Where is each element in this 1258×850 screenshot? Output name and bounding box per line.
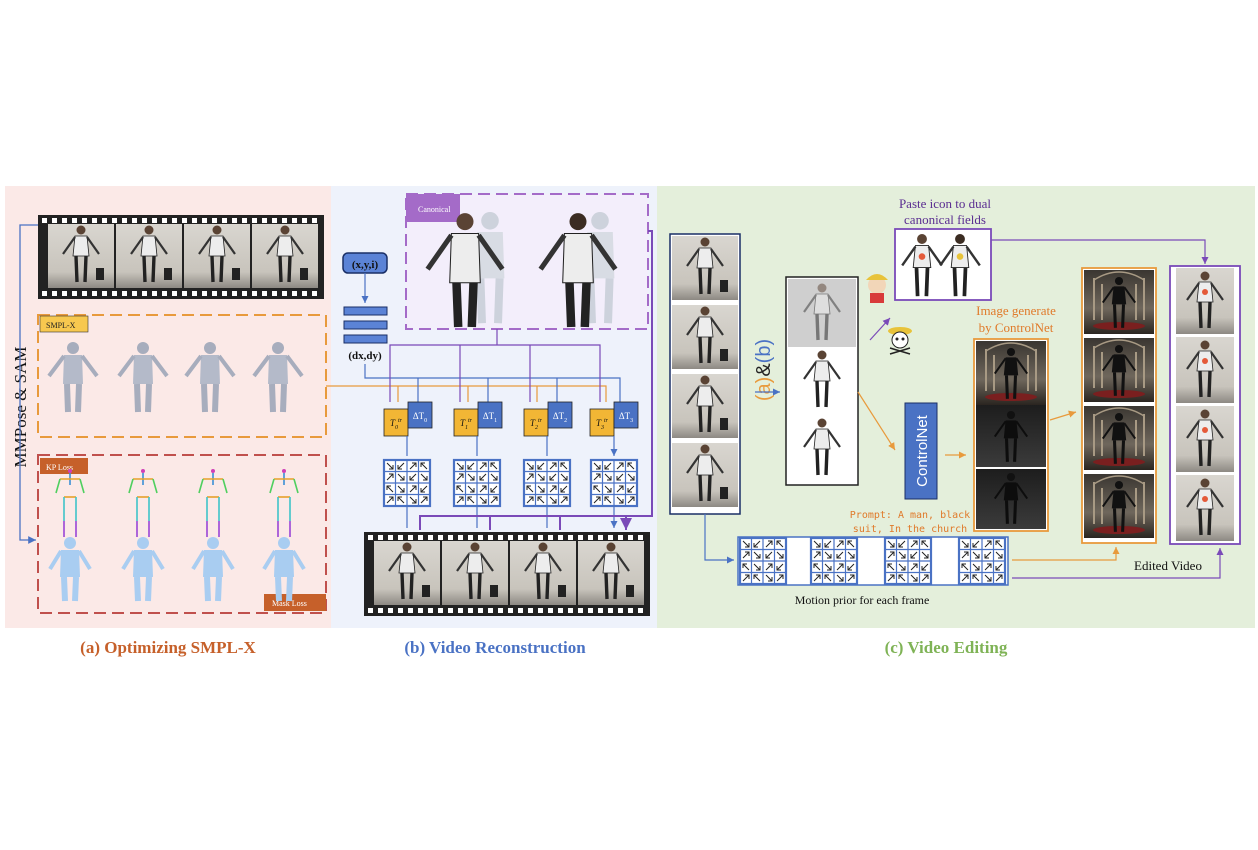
- edited-icon-frames: [1169, 265, 1241, 545]
- smplx-tag: [39, 315, 89, 333]
- image-generate-label-line2: by ControlNet: [979, 320, 1054, 335]
- luffy-sticker-icon: [866, 274, 888, 303]
- edited-church-frames: [1081, 267, 1157, 544]
- svg-text:ΔT2: ΔT2: [553, 411, 567, 424]
- motion-prior-strip: [737, 536, 1009, 586]
- prompt-text-line2: suit, In the church: [853, 524, 967, 535]
- svg-text:ΔT1: ΔT1: [483, 411, 497, 424]
- canonical-field-box: [785, 276, 859, 486]
- pasted-canonical-box: [894, 228, 992, 301]
- svg-text:(a)&(b): (a)&(b): [753, 339, 775, 401]
- controlnet-label: ControlNet: [914, 414, 931, 487]
- smplx-tag-text: SMPL-X: [46, 321, 76, 330]
- input-frames-column: [669, 233, 741, 515]
- reconstructed-video-filmstrip: [364, 532, 650, 616]
- flow-grid-0: [382, 458, 432, 508]
- prompt-text-line1: Prompt: A man, black: [850, 510, 970, 521]
- paste-icon-label-line1: Paste icon to dual: [899, 196, 991, 211]
- flow-grid-3: [589, 458, 639, 508]
- output-offset-label: (dx,dy): [348, 350, 382, 362]
- flow-grid-1: [452, 458, 502, 508]
- transform-block-3: T3tr ΔT3: [589, 401, 639, 437]
- mlp-layers: [343, 306, 388, 344]
- motion-prior-label: Motion prior for each frame: [795, 593, 930, 607]
- caption-panel-a: (a) Optimizing SMPL-X: [80, 638, 256, 657]
- film-to-loss-arrow: [19, 224, 38, 544]
- mask-loss-tag-text: Mask Loss: [272, 599, 307, 608]
- canonical-avatar-back: [538, 212, 618, 328]
- input-coordinates-label: (x,y,i): [352, 259, 379, 271]
- transform-block-1: T1tr ΔT1: [453, 401, 503, 437]
- canonical-tag: [406, 194, 460, 222]
- panel-c: (a)&(b) Paste icon to dual canonical fie…: [669, 196, 1241, 607]
- canonical-tag-text: Canonical: [418, 205, 451, 214]
- caption-panel-c: (c) Video Editing: [885, 638, 1008, 657]
- transform-block-0: T0tr ΔT0: [383, 401, 433, 437]
- controlnet-block: [904, 402, 938, 500]
- paste-icon-label-line2: canonical fields: [904, 212, 986, 227]
- straw-hat-skull-icon: [888, 327, 912, 355]
- input-video-filmstrip: [38, 215, 324, 299]
- loss-box: [37, 454, 327, 614]
- smplx-box: [37, 314, 327, 438]
- panel-a: MMPose & SAM SMPL-X KP Loss Mask Loss: [11, 215, 327, 614]
- flow-grid-2: [522, 458, 572, 508]
- kp-loss-tag-text: KP Loss: [46, 463, 73, 472]
- caption-panel-b: (b) Video Reconstruction: [404, 638, 586, 657]
- transform-block-2: T2tr ΔT2: [523, 401, 573, 437]
- image-generate-label-line1: Image generate: [976, 303, 1056, 318]
- svg-text:ΔT0: ΔT0: [413, 411, 427, 424]
- kp-loss-tag: [40, 458, 88, 474]
- ab-label: (a)&(b): [753, 339, 775, 401]
- canonical-avatar-front: [425, 212, 505, 328]
- panel-b: Canonical (x,y,i) (dx,dy) T0tr: [342, 193, 653, 616]
- edited-video-label: Edited Video: [1134, 558, 1202, 573]
- smplx-to-transform-line: [326, 385, 607, 402]
- controlnet-generated-images: [973, 338, 1049, 532]
- svg-text:ΔT3: ΔT3: [619, 411, 633, 424]
